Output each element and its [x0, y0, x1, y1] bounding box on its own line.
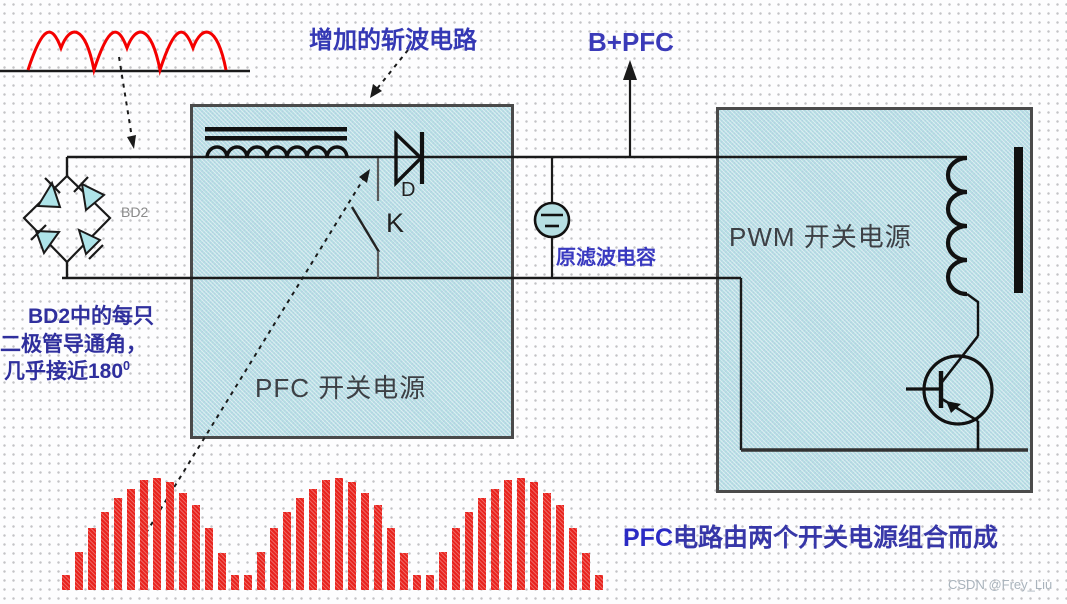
- chopped-bars: [0, 474, 660, 590]
- pwm-box-label: PWM 开关电源: [729, 222, 912, 252]
- bd2-label: BD2: [121, 204, 149, 220]
- chart-bar: [179, 493, 187, 590]
- switch-letter: K: [386, 208, 405, 238]
- chart-bar: [374, 505, 382, 590]
- chart-bar: [114, 498, 122, 590]
- chart-bar: [517, 478, 525, 590]
- bd2-note-line2: 二极管导通角，: [0, 333, 147, 356]
- bpfc-arrow: [623, 60, 637, 157]
- chart-bar: [322, 480, 330, 590]
- chart-bar: [595, 575, 603, 590]
- bridge-rectifier-bd2: [22, 157, 112, 278]
- chart-bar: [192, 505, 200, 590]
- chart-bar: [387, 528, 395, 590]
- chart-bar: [439, 552, 447, 590]
- chart-bar: [244, 575, 252, 590]
- chart-bar: [140, 480, 148, 590]
- chart-bar: [257, 552, 265, 590]
- bd2-note-line3-text: 几乎接近180: [4, 360, 124, 383]
- pwm-supply-box: [716, 107, 1033, 493]
- chart-bar: [270, 528, 278, 590]
- chart-bar: [75, 552, 83, 590]
- chart-bar: [309, 489, 317, 590]
- chart-bar: [62, 575, 70, 590]
- chart-bar: [426, 575, 434, 590]
- chart-bar: [101, 512, 109, 590]
- wave-arrow: [118, 56, 133, 139]
- pfc-box-label: PFC 开关电源: [255, 373, 427, 403]
- chart-bar: [413, 575, 421, 590]
- chart-bar: [205, 528, 213, 590]
- degree-superscript: 0: [123, 359, 131, 373]
- chart-bar: [530, 482, 538, 590]
- chart-bar: [361, 493, 369, 590]
- chart-bar: [582, 553, 590, 590]
- chart-bar: [400, 553, 408, 590]
- chart-bar: [452, 528, 460, 590]
- caption-pfc: PFC: [623, 524, 673, 552]
- bottom-caption: PFC电路由两个开关电源组合而成: [623, 518, 998, 554]
- chart-bar: [556, 505, 564, 590]
- diode-letter: D: [401, 179, 416, 201]
- chopper-label: 增加的斩波电路: [309, 27, 477, 54]
- bpfc-label: B+PFC: [588, 27, 674, 57]
- chart-bar: [478, 498, 486, 590]
- caption-rest: 电路由两个开关电源组合而成: [673, 524, 999, 552]
- chart-bar: [283, 512, 291, 590]
- chart-bar: [231, 575, 239, 590]
- chart-bar: [543, 493, 551, 590]
- chart-bar: [296, 498, 304, 590]
- chart-bar: [153, 478, 161, 590]
- chart-bar: [491, 489, 499, 590]
- capacitor-label: 原滤波电容: [556, 247, 656, 269]
- chart-bar: [348, 482, 356, 590]
- chart-bar: [218, 553, 226, 590]
- chart-bar: [465, 512, 473, 590]
- chart-bar: [569, 528, 577, 590]
- bd2-note-line1: BD2中的每只: [28, 305, 155, 328]
- chart-bar: [127, 489, 135, 590]
- bd2-note-line3: 几乎接近1800: [4, 355, 130, 385]
- chart-bar: [335, 478, 343, 590]
- watermark: CSDN @Frey_Liu: [948, 577, 1053, 592]
- chart-bar: [166, 482, 174, 590]
- chart-bar: [88, 528, 96, 590]
- chopper-label-arrow: [375, 49, 409, 91]
- chart-bar: [504, 480, 512, 590]
- input-sine-wave: [0, 30, 250, 76]
